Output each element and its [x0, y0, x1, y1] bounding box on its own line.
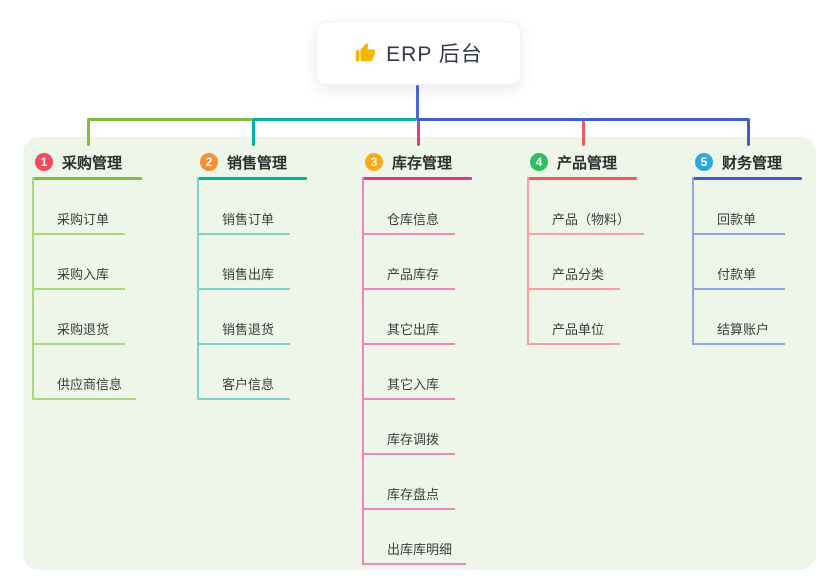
branch-title: 产品管理: [557, 154, 618, 172]
child-topic-label: 仓库信息: [387, 212, 440, 227]
child-topic-label: 采购订单: [57, 212, 110, 227]
child-topic-label: 客户信息: [222, 377, 275, 392]
branch-2: 2 销售管理销售订单销售出库销售退货客户信息: [197, 146, 357, 400]
child-topic-label: 其它出库: [387, 322, 440, 337]
child-topic[interactable]: 其它入库: [362, 345, 455, 400]
connector-drop-2: [252, 119, 255, 146]
branch-number-badge: 4: [530, 153, 548, 171]
child-topic-label: 库存调拨: [387, 432, 440, 447]
children-container: 销售订单销售出库销售退货客户信息: [197, 180, 290, 400]
branch-title: 财务管理: [722, 154, 783, 172]
root-topic-label: ERP 后台: [386, 43, 483, 66]
child-topic[interactable]: 出库库明细: [362, 510, 467, 565]
branch-underline: [692, 177, 802, 180]
branch-number-badge: 1: [35, 153, 53, 171]
children-container: 产品（物料） 产品分类产品单位: [527, 180, 645, 345]
branch-number-badge: 5: [695, 153, 713, 171]
child-topic-label: 产品库存: [387, 267, 440, 282]
root-connector-stem: [416, 85, 419, 119]
child-topic-label: 采购退货: [57, 322, 110, 337]
child-topic[interactable]: 产品（物料）: [527, 180, 645, 235]
thumbs-up-icon: [354, 42, 376, 64]
child-topic[interactable]: 仓库信息: [362, 180, 455, 235]
root-topic[interactable]: ERP 后台: [316, 21, 521, 85]
child-topic[interactable]: 销售出库: [197, 235, 290, 290]
child-topic[interactable]: 其它出库: [362, 290, 455, 345]
child-topic-label: 销售出库: [222, 267, 275, 282]
child-topic[interactable]: 回款单: [692, 180, 785, 235]
branch-underline: [362, 177, 472, 180]
branch-title: 销售管理: [227, 154, 288, 172]
branch-underline: [32, 177, 142, 180]
child-topic[interactable]: 付款单: [692, 235, 785, 290]
child-topic-label: 产品分类: [552, 267, 605, 282]
connector-drop-3: [417, 119, 420, 146]
branch-topic-4[interactable]: 4 产品管理: [527, 146, 687, 172]
child-topic-label: 供应商信息: [57, 377, 123, 392]
connector-horizontal-1: [87, 118, 252, 121]
child-topic[interactable]: 库存调拨: [362, 400, 455, 455]
branch-spine: [692, 177, 694, 345]
child-topic-label: 结算账户: [717, 322, 770, 337]
branch-topic-2[interactable]: 2 销售管理: [197, 146, 357, 172]
connector-drop-5: [747, 119, 750, 146]
child-topic[interactable]: 采购退货: [32, 290, 125, 345]
branch-underline: [197, 177, 307, 180]
connector-horizontal-2: [252, 118, 417, 121]
connector-horizontal-3: [417, 118, 750, 121]
child-topic[interactable]: 产品库存: [362, 235, 455, 290]
child-topic[interactable]: 销售退货: [197, 290, 290, 345]
branch-number-badge: 2: [200, 153, 218, 171]
child-topic[interactable]: 销售订单: [197, 180, 290, 235]
child-topic-label: 付款单: [717, 267, 757, 282]
branch-4: 4 产品管理产品（物料） 产品分类产品单位: [527, 146, 687, 345]
child-topic-label: 销售订单: [222, 212, 275, 227]
child-topic[interactable]: 产品分类: [527, 235, 620, 290]
branch-group-panel: [23, 137, 816, 570]
child-topic-label: 产品单位: [552, 322, 605, 337]
branch-5: 5 财务管理回款单付款单结算账户: [692, 146, 839, 345]
connector-drop-4: [582, 119, 585, 146]
branch-topic-1[interactable]: 1 采购管理: [32, 146, 192, 172]
branch-3: 3 库存管理仓库信息产品库存其它出库其它入库库存调拨库存盘点出库库明细: [362, 146, 522, 565]
children-container: 采购订单采购入库采购退货供应商信息: [32, 180, 137, 400]
branch-1: 1 采购管理采购订单采购入库采购退货供应商信息: [32, 146, 192, 400]
branch-underline: [527, 177, 637, 180]
branch-spine: [527, 177, 529, 345]
child-topic[interactable]: 库存盘点: [362, 455, 455, 510]
child-topic-label: 采购入库: [57, 267, 110, 282]
branch-number-badge: 3: [365, 153, 383, 171]
branch-topic-3[interactable]: 3 库存管理: [362, 146, 522, 172]
branch-spine: [362, 177, 364, 565]
branch-title: 库存管理: [392, 154, 453, 172]
connector-drop-1: [87, 119, 90, 146]
child-topic-label: 销售退货: [222, 322, 275, 337]
child-topic-label: 产品（物料）: [552, 212, 631, 227]
child-topic-label: 其它入库: [387, 377, 440, 392]
branch-title: 采购管理: [62, 154, 123, 172]
children-container: 仓库信息产品库存其它出库其它入库库存调拨库存盘点出库库明细: [362, 180, 467, 565]
child-topic[interactable]: 采购入库: [32, 235, 125, 290]
child-topic[interactable]: 采购订单: [32, 180, 125, 235]
child-topic-label: 出库库明细: [387, 542, 453, 557]
child-topic-label: 库存盘点: [387, 487, 440, 502]
branch-topic-5[interactable]: 5 财务管理: [692, 146, 839, 172]
children-container: 回款单付款单结算账户: [692, 180, 785, 345]
child-topic[interactable]: 结算账户: [692, 290, 785, 345]
child-topic[interactable]: 供应商信息: [32, 345, 137, 400]
child-topic[interactable]: 产品单位: [527, 290, 620, 345]
child-topic[interactable]: 客户信息: [197, 345, 290, 400]
child-topic-label: 回款单: [717, 212, 757, 227]
